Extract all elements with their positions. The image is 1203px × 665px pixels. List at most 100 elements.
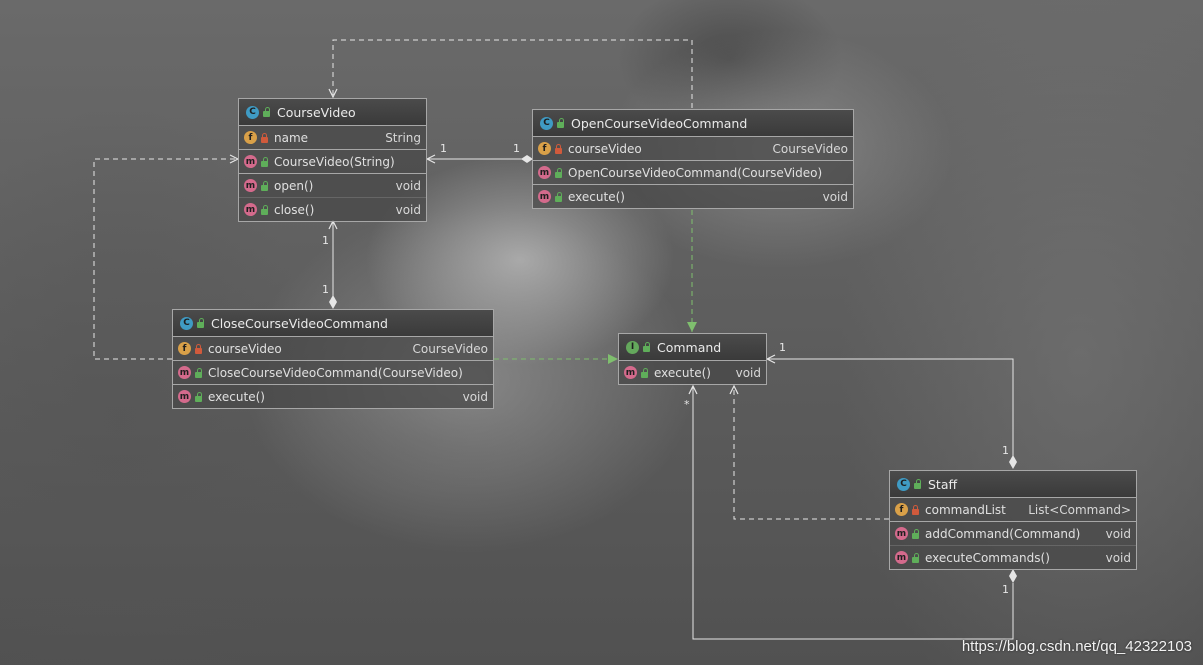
class-name: CourseVideo bbox=[277, 104, 356, 120]
method-type: void bbox=[735, 365, 761, 380]
field-row: f commandList List<Command> bbox=[890, 498, 1136, 521]
class-badge-icon: C bbox=[246, 105, 259, 119]
method-badge-icon: m bbox=[178, 366, 191, 379]
interface-badge-icon: I bbox=[626, 340, 639, 354]
class-badge-icon: C bbox=[897, 477, 910, 491]
class-badge-icon: C bbox=[540, 116, 553, 130]
public-visibility-icon bbox=[642, 342, 651, 352]
method-name: OpenCourseVideoCommand(CourseVideo) bbox=[568, 165, 823, 180]
aggregation-staff-command-top bbox=[767, 359, 1014, 456]
field-type: List<Command> bbox=[1028, 502, 1131, 517]
field-type: CourseVideo bbox=[412, 341, 488, 356]
constructors-section: m OpenCourseVideoCommand(CourseVideo) bbox=[533, 161, 853, 185]
fields-section: f name String bbox=[239, 126, 426, 150]
method-row: m CourseVideo(String) bbox=[239, 150, 426, 173]
method-row: m CloseCourseVideoCommand(CourseVideo) bbox=[173, 361, 493, 384]
private-visibility-icon bbox=[911, 504, 920, 515]
method-row: m executeCommands() void bbox=[890, 546, 1136, 569]
public-visibility-icon bbox=[911, 552, 920, 563]
class-staff[interactable]: C Staff f commandList List<Command> m ad… bbox=[889, 470, 1137, 570]
multiplicity-label: 1 bbox=[1002, 583, 1009, 596]
method-row: m close() void bbox=[239, 198, 426, 221]
method-name: CloseCourseVideoCommand(CourseVideo) bbox=[208, 365, 463, 380]
method-name: execute() bbox=[654, 365, 711, 380]
method-name: close() bbox=[274, 202, 315, 217]
class-opencoursevideocommand[interactable]: C OpenCourseVideoCommand f courseVideo C… bbox=[532, 109, 854, 209]
multiplicity-label: 1 bbox=[779, 341, 786, 354]
method-type: void bbox=[1105, 526, 1131, 541]
class-name: CloseCourseVideoCommand bbox=[211, 315, 388, 331]
method-badge-icon: m bbox=[895, 551, 908, 564]
fields-section: f courseVideo CourseVideo bbox=[533, 137, 853, 161]
composition-close-diamond bbox=[329, 295, 337, 309]
method-name: execute() bbox=[208, 389, 265, 404]
field-name: commandList bbox=[925, 502, 1006, 517]
aggregation-staff-diamond-top bbox=[1009, 455, 1017, 469]
class-name: Command bbox=[657, 339, 722, 355]
field-row: f courseVideo CourseVideo bbox=[173, 337, 493, 360]
constructors-section: m CloseCourseVideoCommand(CourseVideo) bbox=[173, 361, 493, 385]
public-visibility-icon bbox=[913, 479, 922, 489]
public-visibility-icon bbox=[556, 118, 565, 128]
class-header: C CloseCourseVideoCommand bbox=[173, 310, 493, 337]
public-visibility-icon bbox=[260, 204, 269, 215]
fields-section: f courseVideo CourseVideo bbox=[173, 337, 493, 361]
private-visibility-icon bbox=[260, 132, 269, 143]
constructors-section: m CourseVideo(String) bbox=[239, 150, 426, 174]
public-visibility-icon bbox=[196, 318, 205, 328]
class-name: OpenCourseVideoCommand bbox=[571, 115, 748, 131]
field-name: courseVideo bbox=[568, 141, 642, 156]
methods-section: m open() void m close() void bbox=[239, 174, 426, 221]
method-row: m addCommand(Command) void bbox=[890, 522, 1136, 546]
method-badge-icon: m bbox=[244, 155, 257, 168]
class-closecoursevideocommand[interactable]: C CloseCourseVideoCommand f courseVideo … bbox=[172, 309, 494, 409]
method-badge-icon: m bbox=[244, 179, 257, 192]
methods-section: m execute() void bbox=[173, 385, 493, 408]
interface-command[interactable]: I Command m execute() void bbox=[618, 333, 767, 385]
method-row: m execute() void bbox=[619, 361, 766, 384]
field-row: f courseVideo CourseVideo bbox=[533, 137, 853, 160]
method-type: void bbox=[822, 189, 848, 204]
method-type: void bbox=[462, 389, 488, 404]
method-name: addCommand(Command) bbox=[925, 526, 1081, 541]
field-type: CourseVideo bbox=[772, 141, 848, 156]
method-type: void bbox=[395, 202, 421, 217]
class-coursevideo[interactable]: C CourseVideo f name String m CourseVide… bbox=[238, 98, 427, 222]
public-visibility-icon bbox=[554, 191, 563, 202]
dependency-staff-to-command bbox=[734, 386, 889, 520]
class-badge-icon: C bbox=[180, 316, 193, 330]
class-header: C CourseVideo bbox=[239, 99, 426, 126]
method-name: CourseVideo(String) bbox=[274, 154, 395, 169]
public-visibility-icon bbox=[260, 156, 269, 167]
field-badge-icon: f bbox=[895, 503, 908, 516]
aggregation-staff-command-bottom bbox=[693, 386, 1014, 640]
method-name: open() bbox=[274, 178, 314, 193]
public-visibility-icon bbox=[554, 167, 563, 178]
class-header: C OpenCourseVideoCommand bbox=[533, 110, 853, 137]
field-name: name bbox=[274, 130, 309, 145]
public-visibility-icon bbox=[194, 367, 203, 378]
composition-open-diamond bbox=[521, 155, 533, 163]
class-header: I Command bbox=[619, 334, 766, 361]
method-badge-icon: m bbox=[538, 166, 551, 179]
field-badge-icon: f bbox=[538, 142, 551, 155]
field-name: courseVideo bbox=[208, 341, 282, 356]
class-header: C Staff bbox=[890, 471, 1136, 498]
aggregation-staff-diamond-bottom bbox=[1009, 569, 1017, 583]
method-type: void bbox=[1105, 550, 1131, 565]
method-name: execute() bbox=[568, 189, 625, 204]
public-visibility-icon bbox=[911, 528, 920, 539]
multiplicity-label: 1 bbox=[322, 234, 329, 247]
method-name: executeCommands() bbox=[925, 550, 1050, 565]
private-visibility-icon bbox=[194, 343, 203, 354]
multiplicity-label: 1 bbox=[513, 142, 520, 155]
methods-section: m execute() void bbox=[533, 185, 853, 208]
method-row: m OpenCourseVideoCommand(CourseVideo) bbox=[533, 161, 853, 184]
field-row: f name String bbox=[239, 126, 426, 149]
multiplicity-label: 1 bbox=[440, 142, 447, 155]
method-row: m execute() void bbox=[173, 385, 493, 408]
method-type: void bbox=[395, 178, 421, 193]
public-visibility-icon bbox=[262, 107, 271, 117]
multiplicity-label: 1 bbox=[322, 283, 329, 296]
